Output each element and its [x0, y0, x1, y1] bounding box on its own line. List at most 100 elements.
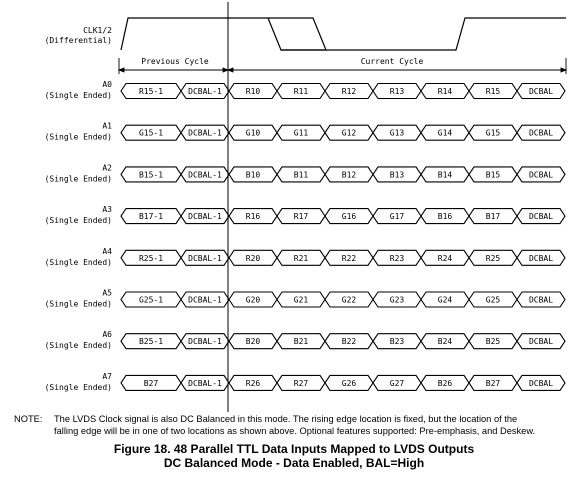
- data-cell-label: B13: [390, 170, 405, 179]
- signal-type: (Single Ended): [45, 341, 112, 350]
- data-cell-outline: [516, 166, 566, 183]
- data-cell-outline: [516, 82, 566, 100]
- data-cell-label: DCBAL-1: [188, 129, 222, 138]
- caption-line-1: Figure 18. 48 Parallel TTL Data Inputs M…: [113, 442, 475, 456]
- data-cell-label: B23: [390, 337, 405, 346]
- data-cell-label: G23: [390, 296, 405, 305]
- signal-row-a5: A5 (Single Ended) G25-1 DCBAL-1 G20 G21 G22 G23…: [45, 289, 566, 309]
- data-cell-label: G11: [294, 129, 309, 138]
- data-cell-label: DCBAL: [529, 129, 553, 138]
- data-cell-label: R16: [246, 212, 261, 221]
- clock-sublabel: (Differential): [45, 36, 112, 45]
- signal-row-a0: A0 (Single Ended) R15-1 DCBAL-1 R10 R11 R12 R13…: [45, 80, 566, 100]
- current-cycle-label: Current Cycle: [361, 57, 424, 66]
- data-cell-label: B27: [486, 379, 501, 388]
- signal-name: A1: [102, 122, 112, 131]
- signal-name: A3: [102, 205, 112, 214]
- signal-name: A2: [102, 163, 112, 172]
- data-cell-label: B21: [294, 337, 309, 346]
- data-cell-label: DCBAL: [529, 170, 553, 179]
- data-cell-outline: [516, 249, 566, 266]
- signal-type: (Single Ended): [45, 258, 112, 267]
- data-cell-label: DCBAL-1: [188, 87, 222, 96]
- data-cell-label: DCBAL: [529, 296, 553, 305]
- data-cell-label: G12: [342, 129, 357, 138]
- data-cell-label: B12: [342, 170, 357, 179]
- signal-name: A7: [102, 372, 112, 381]
- data-cell-outline: [516, 333, 566, 350]
- data-cell-label: R22: [342, 254, 357, 263]
- signal-name: A5: [102, 289, 112, 298]
- data-cell-label: B22: [342, 337, 357, 346]
- signal-type: (Single Ended): [45, 174, 112, 183]
- signal-name: A6: [102, 330, 112, 339]
- current-cycle-bracket: [226, 58, 568, 74]
- signal-name: A0: [102, 80, 112, 89]
- note-line-1: The LVDS Clock signal is also DC Balance…: [54, 414, 518, 424]
- data-cell-label: R17: [294, 212, 309, 221]
- clock-label: CLK1/2: [83, 26, 112, 35]
- data-cell-label: G20: [246, 296, 261, 305]
- data-cell-outline: [516, 124, 566, 141]
- timing-diagram: CLK1/2 (Differential) Previous Cycle Cur…: [45, 2, 568, 412]
- data-cell-label: B10: [246, 170, 261, 179]
- data-cell-outline: [516, 208, 566, 225]
- data-cell-label: G10: [246, 129, 261, 138]
- data-cell-label: B15: [486, 170, 501, 179]
- data-cell-label: DCBAL: [529, 379, 553, 388]
- signal-type: (Single Ended): [45, 300, 112, 309]
- data-cell-label: R24: [438, 254, 453, 263]
- data-cell-label: B17-1: [139, 212, 163, 221]
- data-cell-label: R12: [342, 87, 357, 96]
- data-cell-label: G25: [486, 296, 501, 305]
- signal-name: A4: [102, 247, 112, 256]
- data-cell-label: G14: [438, 129, 453, 138]
- data-cell-label: R26: [246, 379, 261, 388]
- data-cell-label: B11: [294, 170, 309, 179]
- data-cell-label: B14: [438, 170, 453, 179]
- data-cell-outline: [516, 374, 566, 391]
- data-cell-label: B26: [438, 379, 453, 388]
- note-tag: NOTE:: [14, 414, 43, 424]
- data-cell-label: R13: [390, 87, 405, 96]
- figure-caption: Figure 18. 48 Parallel TTL Data Inputs M…: [0, 442, 588, 470]
- data-cell-label: R11: [294, 87, 309, 96]
- data-cell-outline: [516, 291, 566, 308]
- data-cell-label: DCBAL-1: [188, 296, 222, 305]
- data-cell-label: B25: [486, 337, 501, 346]
- data-cell-label: G17: [390, 212, 405, 221]
- data-cell-label: R21: [294, 254, 309, 263]
- data-cell-label: DCBAL: [529, 87, 553, 96]
- data-cell-label: DCBAL-1: [188, 212, 222, 221]
- data-cell-label: G25-1: [139, 296, 163, 305]
- data-cell-label: G24: [438, 296, 453, 305]
- caption-line-2: DC Balanced Mode - Data Enabled, BAL=Hig…: [163, 456, 425, 470]
- data-cell-label: R25: [486, 254, 501, 263]
- data-cell-label: R10: [246, 87, 261, 96]
- data-cell-label: DCBAL: [529, 254, 553, 263]
- data-cell-label: R14: [438, 87, 453, 96]
- data-cell-label: R15-1: [139, 87, 163, 96]
- data-cell-label: R23: [390, 254, 405, 263]
- data-cell-label: B15-1: [139, 170, 163, 179]
- data-cell-label: G22: [342, 296, 357, 305]
- data-cell-label: DCBAL-1: [188, 170, 222, 179]
- data-cell-label: R15: [486, 87, 501, 96]
- data-cell-label: R20: [246, 254, 261, 263]
- data-cell-label: DCBAL-1: [188, 337, 222, 346]
- signal-type: (Single Ended): [45, 91, 112, 100]
- data-cell-label: B27: [144, 379, 159, 388]
- data-cell-label: B20: [246, 337, 261, 346]
- signal-type: (Single Ended): [45, 133, 112, 142]
- signal-type: (Single Ended): [45, 383, 112, 392]
- data-cell-label: R25-1: [139, 254, 163, 263]
- clock-waveform: [120, 17, 566, 51]
- data-cell-label: G26: [342, 379, 357, 388]
- data-cell-label: G21: [294, 296, 309, 305]
- data-cell-label: R27: [294, 379, 309, 388]
- data-cell-label: DCBAL: [529, 337, 553, 346]
